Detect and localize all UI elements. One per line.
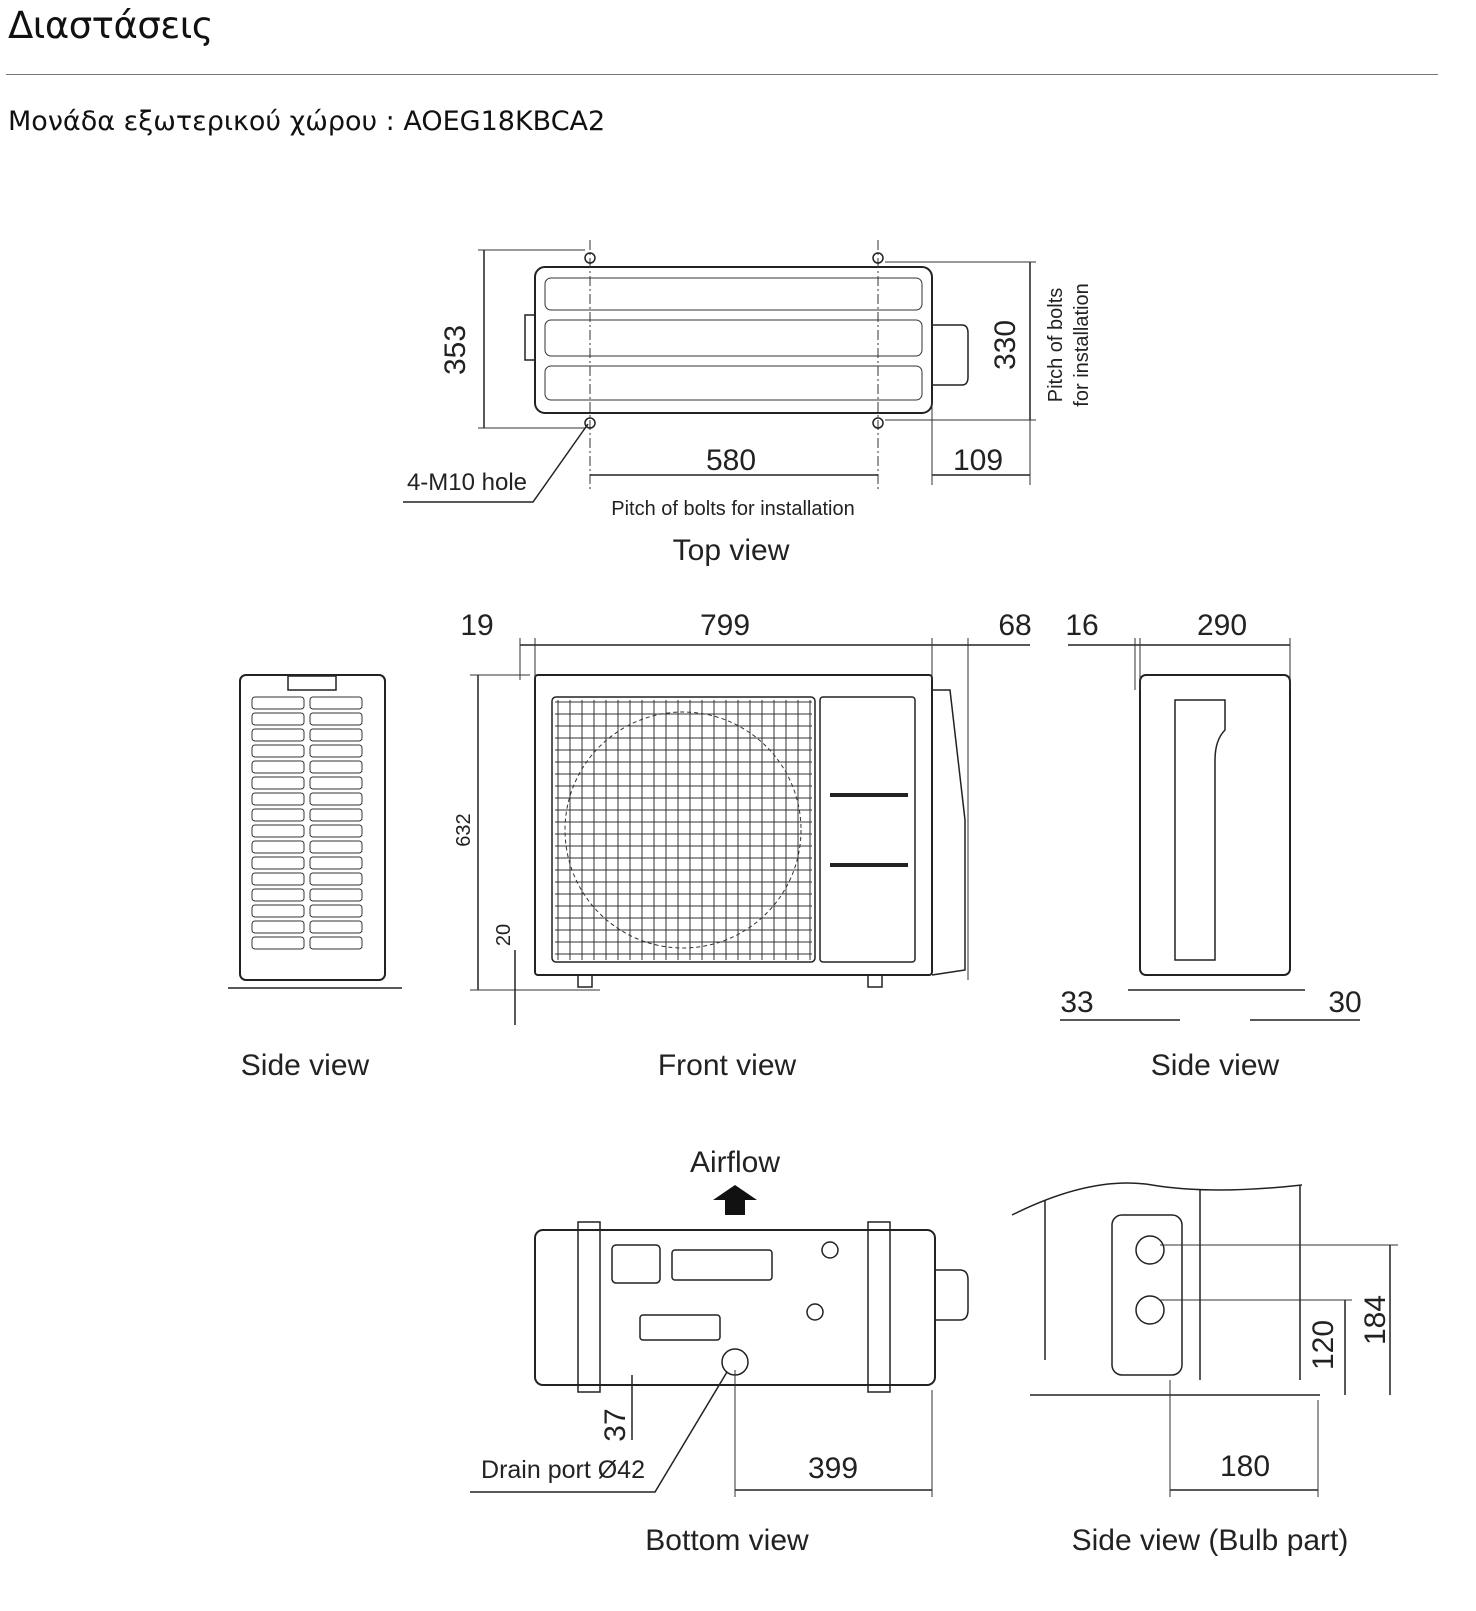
louver <box>309 776 363 790</box>
hole-label: 4-M10 hole <box>407 469 527 496</box>
louver <box>251 888 305 902</box>
dim-290: 290 <box>1197 609 1247 642</box>
pitch-label-vertical-1: Pitch of bolts <box>1045 288 1067 403</box>
dim-184: 184 <box>1359 1295 1392 1345</box>
louver <box>309 920 363 934</box>
louver <box>251 696 305 710</box>
dim-109: 109 <box>953 444 1003 477</box>
airflow-label: Airflow <box>690 1146 780 1179</box>
front-view-caption: Front view <box>658 1049 797 1082</box>
side-view-left: Side view <box>228 674 402 1082</box>
dim-180: 180 <box>1220 1450 1270 1483</box>
divider <box>6 74 1438 75</box>
dim-799: 799 <box>700 609 750 642</box>
dim-330: 330 <box>989 320 1022 370</box>
dim-68: 68 <box>998 609 1031 642</box>
louver <box>309 760 363 774</box>
louver <box>251 856 305 870</box>
louver <box>251 936 305 950</box>
louver <box>309 792 363 806</box>
louver <box>309 888 363 902</box>
louver <box>251 712 305 726</box>
louver <box>251 792 305 806</box>
dim-19: 19 <box>460 609 493 642</box>
dim-20: 20 <box>493 924 515 946</box>
louver <box>309 696 363 710</box>
louver <box>251 872 305 886</box>
louver <box>251 760 305 774</box>
pitch-label: Pitch of bolts for installation <box>611 498 854 520</box>
dim-399: 399 <box>808 1452 858 1485</box>
dim-353: 353 <box>439 325 472 375</box>
front-view: 19 799 68 632 20 Front view <box>453 609 1032 1082</box>
dim-33: 33 <box>1060 986 1093 1019</box>
dim-37: 37 <box>599 1408 632 1441</box>
top-view-caption: Top view <box>673 534 790 567</box>
louver <box>251 744 305 758</box>
bulb-view-caption: Side view (Bulb part) <box>1072 1524 1349 1557</box>
louver <box>251 824 305 838</box>
side-view-left-caption: Side view <box>241 1049 370 1082</box>
louver <box>251 840 305 854</box>
drain-label: Drain port Ø42 <box>481 1456 645 1484</box>
louver <box>309 808 363 822</box>
top-view: 353 330 Pitch of bolts for installation … <box>403 240 1093 567</box>
louver <box>309 712 363 726</box>
side-view-right: 16 290 33 30 Side view <box>1060 609 1362 1082</box>
louver <box>309 872 363 886</box>
louver <box>309 824 363 838</box>
louver <box>251 920 305 934</box>
louver <box>309 856 363 870</box>
dim-580: 580 <box>706 444 756 477</box>
louver <box>251 808 305 822</box>
louver <box>309 840 363 854</box>
dim-632: 632 <box>453 813 475 846</box>
unit-subtitle: Μονάδα εξωτερικού χώρου : AOEG18KBCA2 <box>8 106 606 137</box>
bottom-view-caption: Bottom view <box>645 1524 809 1557</box>
dim-120: 120 <box>1307 1320 1340 1370</box>
bulb-view: 184 120 180 Side view (Bulb part) <box>1011 1182 1398 1557</box>
pitch-label-vertical-2: for installation <box>1071 283 1093 406</box>
louver <box>251 904 305 918</box>
louver <box>309 904 363 918</box>
dim-16: 16 <box>1065 609 1098 642</box>
louver <box>251 776 305 790</box>
louver <box>309 936 363 950</box>
dim-30: 30 <box>1328 986 1361 1019</box>
side-view-right-caption: Side view <box>1151 1049 1280 1082</box>
airflow-arrow-icon <box>713 1185 757 1215</box>
bottom-view: Airflow 37 Drain port Ø42 399 Bottom vie… <box>470 1146 969 1557</box>
louver <box>309 728 363 742</box>
louver <box>309 744 363 758</box>
page-title: Διαστάσεις <box>8 4 214 47</box>
louver <box>251 728 305 742</box>
